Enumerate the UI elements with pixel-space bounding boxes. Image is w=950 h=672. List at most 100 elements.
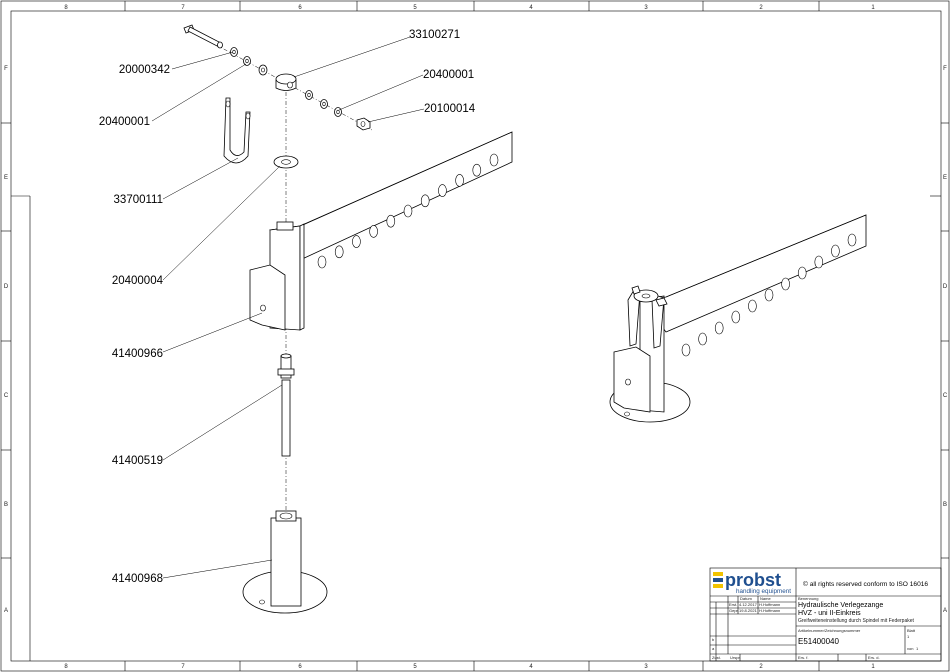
von-value: 1 xyxy=(916,646,919,651)
col-label-4-bottom: 4 xyxy=(529,664,533,670)
label-20100014: 20100014 xyxy=(424,103,476,115)
row-label-D: D xyxy=(4,284,9,290)
spindle-part xyxy=(277,353,295,457)
col-datum: Datum xyxy=(740,596,752,601)
col-label-7-bottom: 7 xyxy=(181,664,185,670)
label-benennung: Benennung xyxy=(798,596,818,601)
row-erst-date: 4.12.2017 xyxy=(739,602,758,607)
index-a: a xyxy=(712,646,715,651)
col-label-7: 7 xyxy=(181,5,185,11)
row-gepr: Gepr. xyxy=(729,608,739,613)
drawing-number: E51400040 xyxy=(798,637,839,646)
col-label-5-bottom: 5 xyxy=(413,664,417,670)
title-line-1: Hydraulische Verlegezange xyxy=(798,602,883,609)
col-label-2-bottom: 2 xyxy=(759,664,763,670)
label-blatt: Blatt xyxy=(907,628,916,633)
col-label-5: 5 xyxy=(413,5,417,11)
arm-hole xyxy=(438,184,447,197)
arm-hole xyxy=(369,225,378,238)
label-20400004: 20400004 xyxy=(112,275,164,287)
bolt-part xyxy=(183,24,223,49)
label-33700111: 33700111 xyxy=(114,194,163,206)
arm-holes-left xyxy=(317,153,499,269)
title-block: probst handling equipment © all rights r… xyxy=(709,567,942,662)
row-label-C: C xyxy=(4,393,9,399)
arm-hole xyxy=(698,332,707,346)
arm-hole xyxy=(731,310,741,324)
washers-left xyxy=(230,47,268,76)
probst-logo: probst handling equipment xyxy=(713,570,791,595)
label-20000342: 20000342 xyxy=(119,64,170,76)
arm-hole xyxy=(420,194,430,208)
arm-hole xyxy=(386,214,396,228)
col-label-8-bottom: 8 xyxy=(64,664,68,670)
col-label-1: 1 xyxy=(871,5,875,11)
label-20400001-right: 20400001 xyxy=(423,69,474,81)
row-label-F-right: F xyxy=(943,66,947,72)
arm-hole xyxy=(764,288,774,302)
washer-large-part xyxy=(273,155,299,169)
arm-housing-part xyxy=(249,131,513,331)
row-label-A: A xyxy=(4,608,8,614)
col-label-6: 6 xyxy=(298,5,302,11)
label-41400968: 41400968 xyxy=(112,573,163,585)
col-label-4: 4 xyxy=(529,5,533,11)
arm-hole xyxy=(472,163,482,177)
row-erst: Erst. xyxy=(729,602,737,607)
col-name: Name xyxy=(760,596,771,601)
col-label-8: 8 xyxy=(64,5,68,11)
arm-hole xyxy=(847,233,857,247)
arm-hole xyxy=(681,343,691,357)
footer-urspr: Urspr. xyxy=(730,655,741,660)
row-label-E-right: E xyxy=(943,175,947,181)
col-label-3-bottom: 3 xyxy=(644,664,648,670)
row-gepr-date: 19.8.2021 xyxy=(739,608,758,613)
arm-hole xyxy=(403,204,413,218)
sleeve-part xyxy=(275,73,297,91)
arm-hole xyxy=(352,235,361,248)
row-label-E: E xyxy=(4,175,8,181)
washers-right xyxy=(305,90,342,117)
footer-ers-d: Ers. d. xyxy=(868,655,880,660)
arm-hole xyxy=(489,153,499,167)
arm-hole xyxy=(831,244,840,258)
col-label-6-bottom: 6 xyxy=(298,664,302,670)
arm-hole xyxy=(797,266,807,280)
base-foot-part xyxy=(242,510,328,614)
arm-holes-right xyxy=(681,233,857,357)
label-41400966: 41400966 xyxy=(112,348,163,360)
logo-wordmark: probst xyxy=(725,570,781,590)
arm-hole xyxy=(334,245,344,259)
row-label-A-right: A xyxy=(943,608,947,614)
title-line-3: Greifweiteneinstellung durch Spindel mit… xyxy=(798,618,915,624)
arm-hole xyxy=(781,277,790,291)
row-label-F: F xyxy=(4,66,8,72)
footer-ers: Ers. f. xyxy=(798,655,808,660)
row-gepr-name: H.Hoffmann xyxy=(759,608,780,613)
copyright-notice: © all rights reserved conform to ISO 160… xyxy=(803,580,928,588)
index-b: b xyxy=(712,637,715,642)
footer-zust: Zust. xyxy=(712,655,721,660)
col-label-3: 3 xyxy=(644,5,648,11)
row-label-D-right: D xyxy=(943,284,948,290)
blatt-value: 1 xyxy=(907,634,910,639)
nut-part xyxy=(356,117,371,131)
arm-hole xyxy=(748,299,757,313)
row-erst-name: H.Hoffmann xyxy=(759,602,780,607)
row-label-B-right: B xyxy=(943,502,947,508)
arm-hole xyxy=(455,174,464,187)
label-20400001-left: 20400001 xyxy=(99,116,150,128)
assembled-view xyxy=(609,214,867,423)
title-line-2: HVZ - uni II-Einkreis xyxy=(798,610,861,617)
row-label-B: B xyxy=(4,502,8,508)
arm-hole xyxy=(814,255,824,269)
row-label-C-right: C xyxy=(943,393,948,399)
label-33100271: 33100271 xyxy=(409,29,460,41)
exploded-view: 20000342 20400001 33100271 20400001 2010… xyxy=(99,24,513,614)
arm-hole xyxy=(317,255,327,269)
col-label-1-bottom: 1 xyxy=(871,664,875,670)
arm-hole xyxy=(714,321,724,335)
label-artikelnummer: Artikelnummer/Zeichnungsnummer xyxy=(798,628,861,633)
